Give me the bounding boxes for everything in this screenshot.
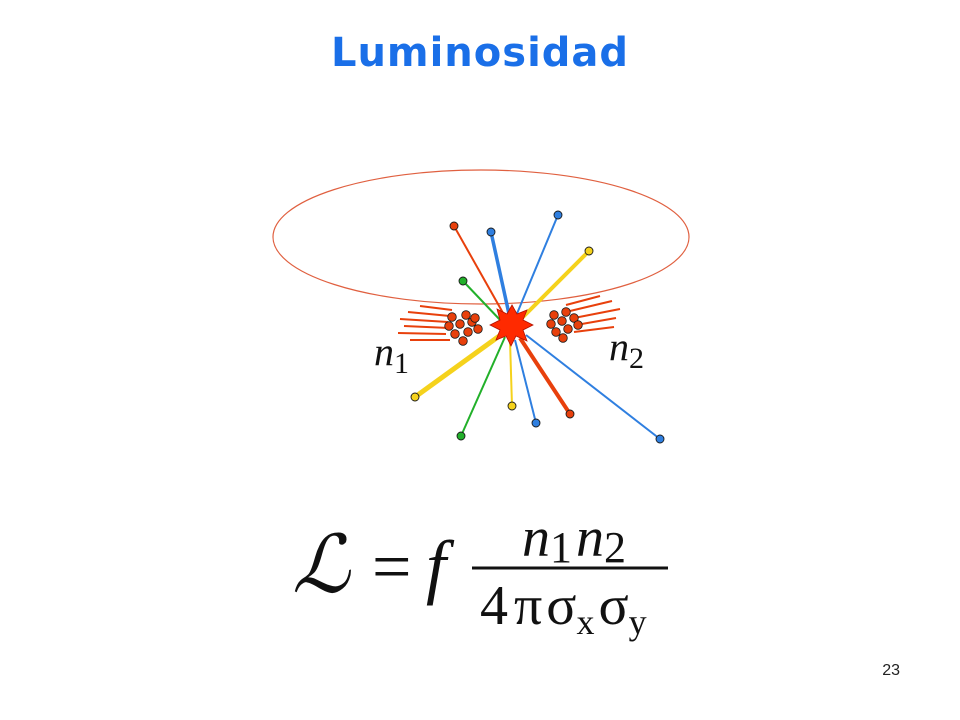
slide-title: Luminosidad (330, 30, 630, 76)
label-n2: n2 (609, 324, 644, 375)
dot-blue (553, 210, 563, 220)
particle-tracks (413, 214, 661, 440)
bunch-right (546, 295, 621, 343)
dot-green (458, 276, 468, 286)
track-green-upper-left (462, 280, 503, 323)
track-red-upper-left (453, 225, 508, 321)
slide-number: 23 (882, 662, 900, 679)
label-n1: n1 (374, 329, 409, 380)
formula-lhs: ℒ (292, 522, 351, 610)
particle-dots (410, 210, 665, 444)
formula-equals: = (372, 529, 411, 606)
track-blue-upper (489, 231, 511, 315)
formula-factor: f (426, 526, 455, 606)
formula-numerator: n1n2 (522, 507, 626, 572)
dot-blue (655, 434, 665, 444)
dot-yellow (410, 392, 420, 402)
track-yellow-upper-right (520, 249, 591, 320)
track-blue-lower-right (525, 334, 661, 440)
dot-blue (531, 418, 541, 428)
dot-red (565, 409, 575, 419)
dot-yellow (584, 246, 594, 256)
track-yellow-lower-left (413, 331, 504, 400)
dot-red (449, 221, 459, 231)
track-blue-upper-right (515, 214, 559, 317)
track-yellow-lower (509, 339, 513, 407)
track-blue-lower (514, 339, 537, 424)
dot-yellow (507, 401, 517, 411)
collision-burst (489, 304, 534, 347)
dot-blue (486, 227, 496, 237)
track-red-lower (518, 336, 572, 416)
bunch-left (397, 305, 483, 346)
storage-ring (272, 169, 690, 305)
track-green-lower (460, 336, 506, 437)
dot-green (456, 431, 466, 441)
